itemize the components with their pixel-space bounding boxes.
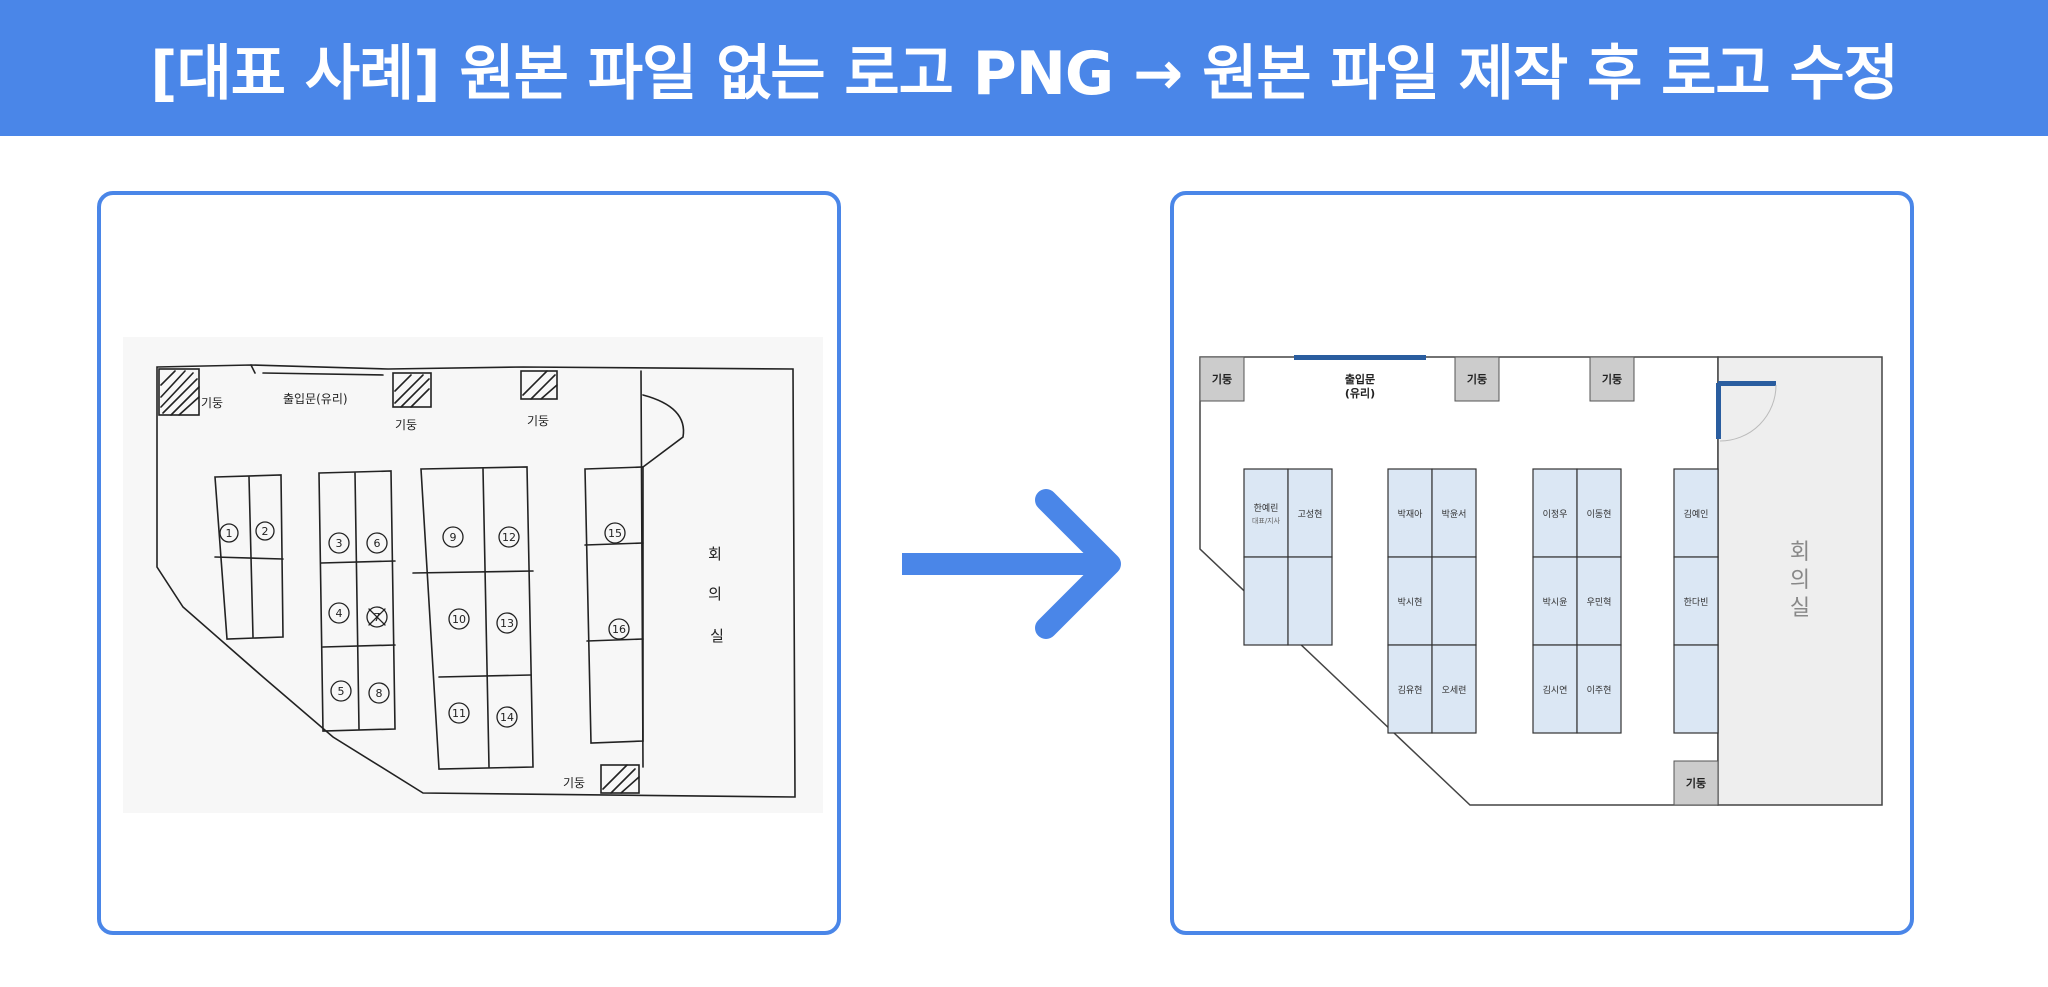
desk-name: 한예린 (1254, 503, 1279, 514)
sketch-entrance-label: 출입문(유리) (283, 392, 348, 406)
svg-text:7: 7 (374, 611, 381, 624)
svg-text:회: 회 (708, 545, 722, 563)
svg-text:10: 10 (452, 613, 466, 626)
desk-sub-label: 대표/지사 (1252, 516, 1281, 525)
meeting-room-label: 실 (1790, 596, 1810, 621)
meeting-room-label: 의 (1790, 568, 1810, 593)
svg-text:5: 5 (338, 685, 345, 698)
desk-name: 박시윤 (1543, 597, 1568, 608)
svg-text:8: 8 (376, 687, 383, 700)
desk-name: 박윤서 (1442, 509, 1467, 520)
sketch-pillar-label: 기둥 (395, 418, 417, 432)
desk-name: 이주현 (1587, 685, 1612, 696)
desk-name: 박재아 (1398, 509, 1424, 520)
svg-text:의: 의 (708, 585, 722, 603)
svg-text:16: 16 (612, 623, 626, 636)
floor-plan: 기둥 기둥 기둥 기둥 출입문 (유리) 회 의 실 (1198, 355, 1898, 825)
desk-name: 김시연 (1543, 684, 1568, 696)
desk-name: 박시현 (1398, 597, 1423, 608)
svg-text:12: 12 (502, 531, 516, 544)
pillar-label: 기둥 (1686, 776, 1706, 790)
svg-text:1: 1 (226, 527, 233, 540)
sketch-pillar-label: 기둥 (527, 414, 549, 428)
entrance-door (1294, 355, 1426, 360)
svg-text:11: 11 (452, 707, 466, 720)
svg-text:2: 2 (262, 525, 269, 538)
desk-name: 김예인 (1684, 508, 1709, 520)
sketch-pillar-label: 기둥 (563, 776, 585, 790)
pillar-sketch (158, 368, 640, 794)
desk-name: 고성현 (1298, 509, 1323, 520)
svg-text:14: 14 (500, 711, 514, 724)
svg-text:6: 6 (374, 537, 381, 550)
svg-text:9: 9 (450, 531, 457, 544)
desk-name: 이정우 (1543, 509, 1568, 520)
right-arrow-icon (898, 488, 1128, 648)
entrance-label: 출입문 (1345, 372, 1375, 386)
pillar (1199, 356, 1719, 806)
sketch-pillar-label: 기둥 (201, 396, 223, 410)
desk-name: 이동현 (1587, 509, 1612, 520)
entrance-sub-label: (유리) (1345, 386, 1375, 400)
svg-text:3: 3 (336, 537, 343, 550)
pillar-label: 기둥 (1602, 372, 1622, 386)
pillar-label: 기둥 (1467, 372, 1487, 386)
svg-text:실: 실 (710, 627, 724, 645)
page-title: [대표 사례] 원본 파일 없는 로고 PNG → 원본 파일 제작 후 로고 … (0, 0, 2048, 136)
svg-text:13: 13 (500, 617, 514, 630)
svg-text:4: 4 (336, 607, 343, 620)
desk-name: 우민혁 (1587, 597, 1612, 608)
svg-text:15: 15 (608, 527, 622, 540)
desk-name: 김유현 (1398, 684, 1423, 696)
meeting-room-label: 회 (1790, 540, 1810, 565)
after-panel: 기둥 기둥 기둥 기둥 출입문 (유리) 회 의 실 (1170, 191, 1914, 935)
desk-name: 오세련 (1442, 685, 1467, 696)
desk-name: 한다빈 (1684, 597, 1709, 608)
pillar-label: 기둥 (1212, 372, 1232, 386)
